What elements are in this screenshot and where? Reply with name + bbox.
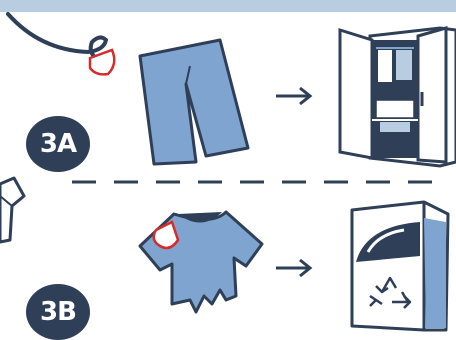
step-badge-3a: 3A <box>26 116 90 172</box>
hook-icon <box>8 14 114 74</box>
wardrobe-icon <box>340 28 456 166</box>
arrow-right-icon <box>276 88 310 104</box>
cardboard-box-icon <box>0 178 24 242</box>
arrow-right-icon <box>276 260 310 276</box>
pants-icon <box>140 40 248 164</box>
torn-shirt-icon <box>140 212 262 312</box>
recycling-bin-icon <box>352 202 448 330</box>
